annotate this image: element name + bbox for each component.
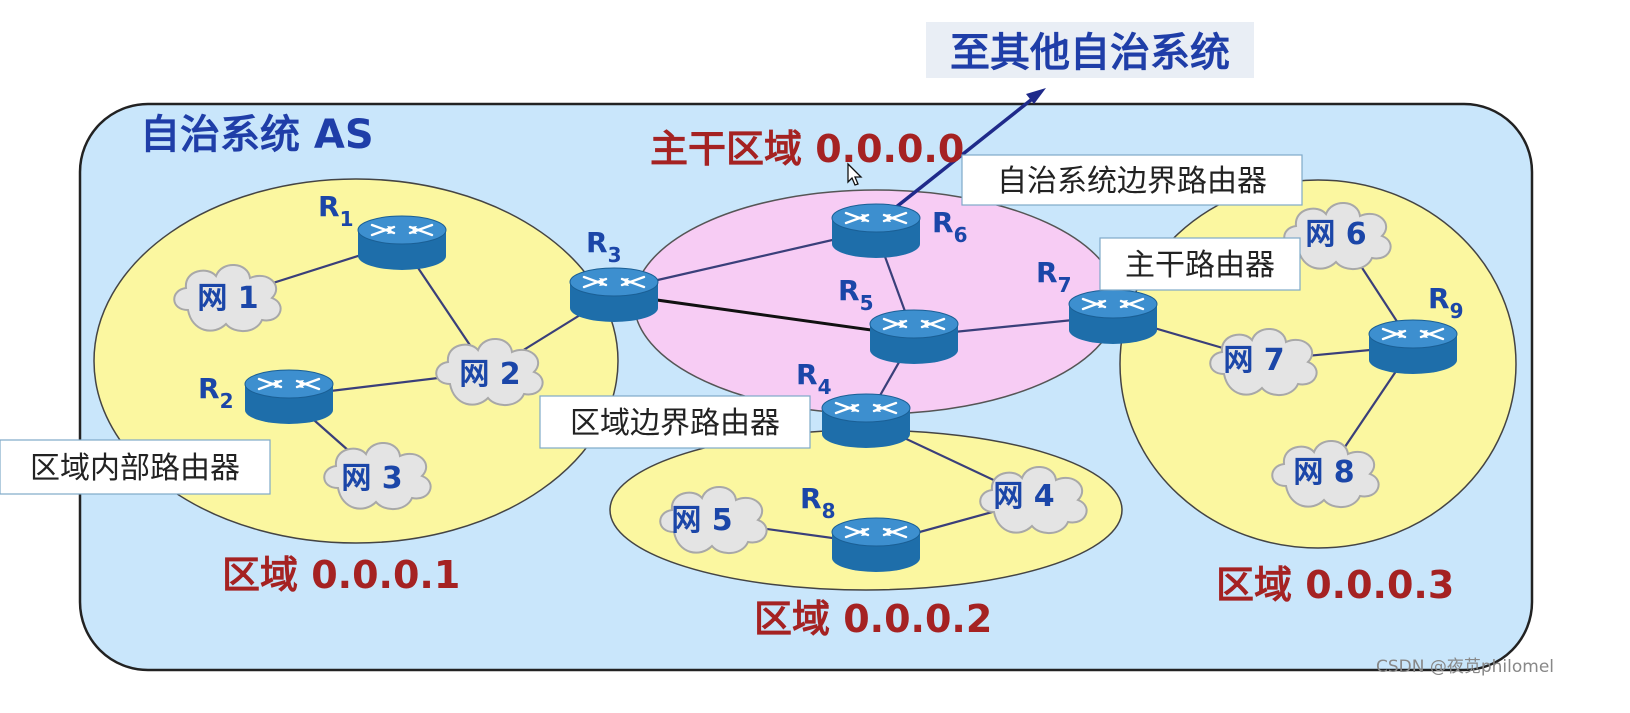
- backbone-area-title: 主干区域 0.0.0.0: [650, 127, 964, 171]
- network-label-4: 网 4: [993, 479, 1054, 514]
- network-label-8: 网 8: [1293, 455, 1354, 490]
- router-r7-icon: [1067, 288, 1159, 346]
- svg-text:主干路由器: 主干路由器: [1125, 248, 1275, 283]
- external-link: [888, 88, 1046, 214]
- external-as-label: 至其他自治系统: [950, 30, 1230, 76]
- svg-text:自治系统边界路由器: 自治系统边界路由器: [997, 164, 1267, 199]
- as-title: 自治系统 AS: [140, 112, 374, 158]
- network-label-6: 网 6: [1305, 217, 1366, 252]
- router-r1-icon: [356, 214, 448, 272]
- callout-area-border-router: 区域边界路由器: [539, 395, 811, 449]
- callout-internal-router: 区域内部路由器: [0, 439, 271, 495]
- router-label-r9: R9: [1428, 282, 1463, 323]
- router-r3-icon: [568, 266, 660, 324]
- external-label-bg: [926, 22, 1254, 78]
- router-label-r4: R4: [796, 358, 831, 399]
- router-label-r8: R8: [800, 482, 835, 523]
- router-label-r3: R3: [586, 226, 621, 267]
- svg-text:区域边界路由器: 区域边界路由器: [570, 406, 780, 441]
- router-r6-icon: [830, 202, 922, 260]
- router-r2-icon: [243, 368, 335, 426]
- callout-backbone-router: 主干路由器: [1099, 237, 1301, 291]
- area-0002-title: 区域 0.0.0.2: [754, 597, 992, 641]
- link-r3-r5: [613, 292, 915, 338]
- router-label-r1: R1: [318, 190, 353, 231]
- network-label-2: 网 2: [459, 357, 520, 392]
- router-r4-icon: [820, 392, 912, 450]
- network-label-7: 网 7: [1223, 343, 1284, 378]
- router-label-r7: R7: [1036, 256, 1071, 297]
- router-label-r5: R5: [838, 274, 873, 315]
- router-label-r2: R2: [198, 372, 233, 413]
- svg-text:区域内部路由器: 区域内部路由器: [30, 451, 240, 486]
- mouse-cursor-icon: [847, 162, 863, 186]
- network-label-3: 网 3: [341, 461, 402, 496]
- router-r5-icon: [868, 308, 960, 366]
- router-r9-icon: [1367, 318, 1459, 376]
- router-label-r6: R6: [932, 206, 967, 247]
- network-label-5: 网 5: [671, 503, 732, 538]
- network-label-1: 网 1: [197, 281, 258, 316]
- area-0003-title: 区域 0.0.0.3: [1216, 563, 1454, 607]
- watermark: CSDN @夜苋philomel: [1376, 657, 1554, 677]
- callout-as-border-router: 自治系统边界路由器: [961, 154, 1303, 206]
- router-r8-icon: [830, 516, 922, 574]
- area-0001-title: 区域 0.0.0.1: [222, 553, 460, 597]
